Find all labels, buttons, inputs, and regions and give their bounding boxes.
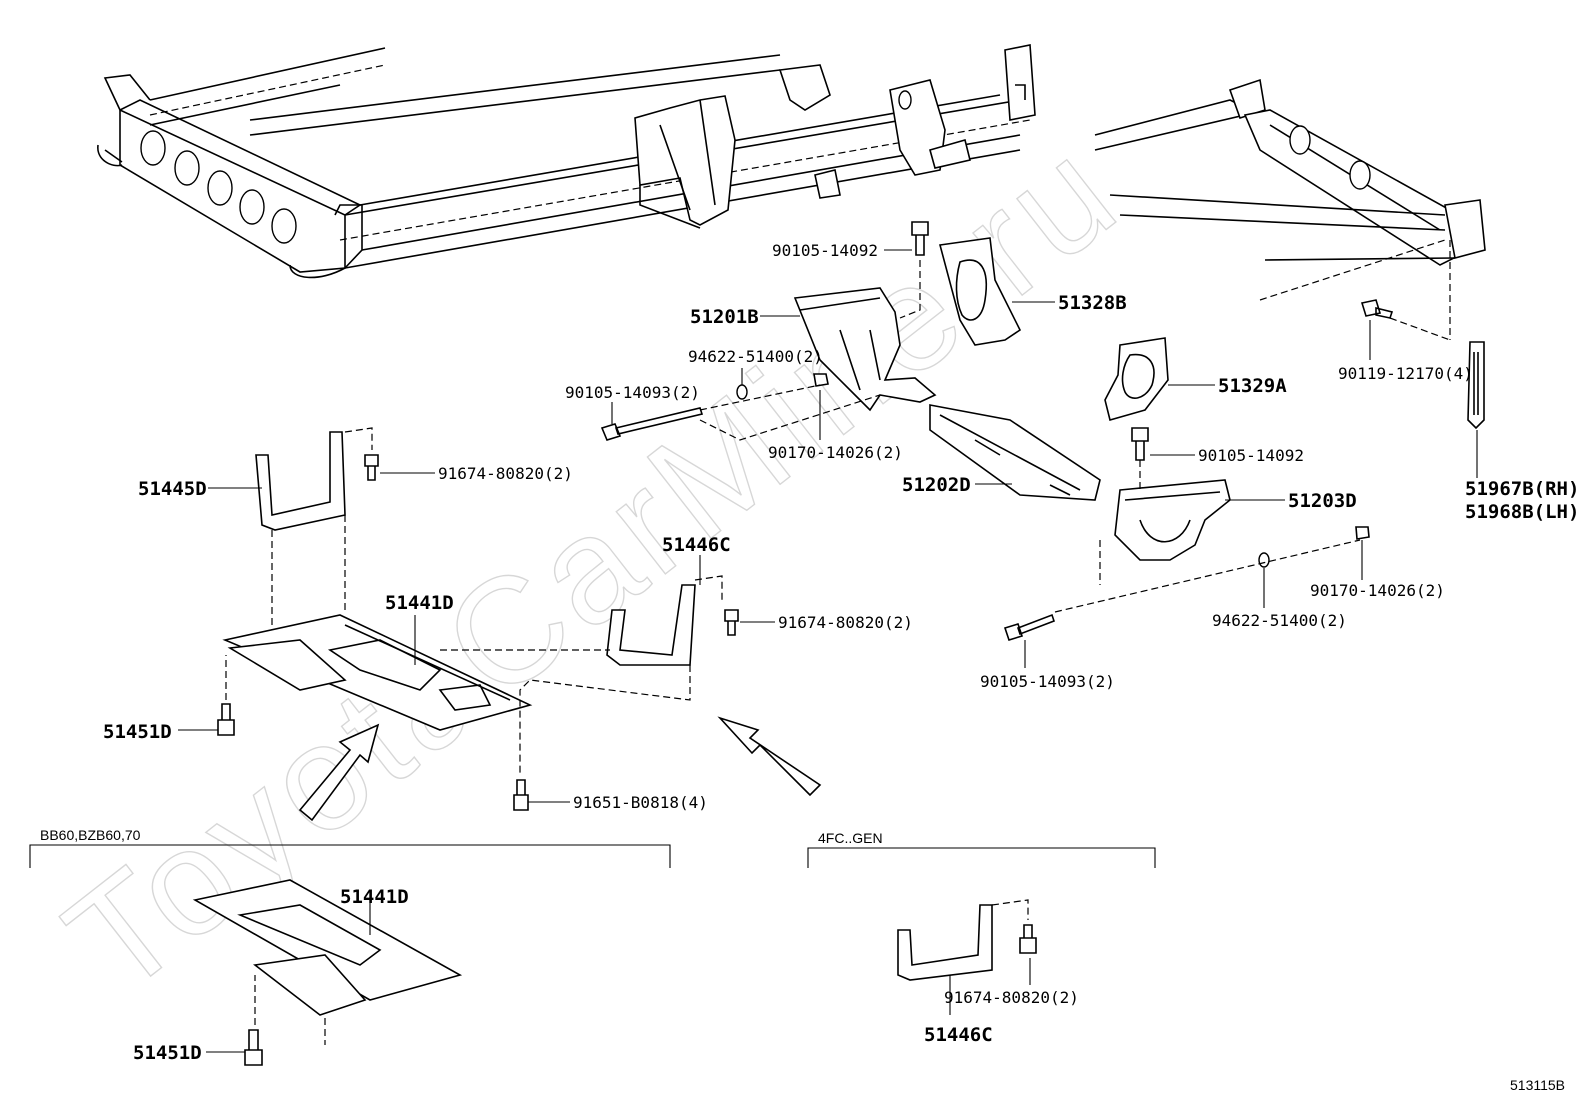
label-51202D: 51202D: [902, 474, 971, 496]
label-51329A: 51329A: [1218, 375, 1287, 397]
part-labels: 90105-14092 51201B 51328B 94622-51400(2)…: [40, 241, 1579, 1093]
label-51441D-b: 51441D: [340, 886, 409, 908]
label-91674-80820-c: 91674-80820(2): [944, 988, 1079, 1007]
diagram-code: 513115B: [1510, 1077, 1565, 1093]
label-51445D: 51445D: [138, 478, 207, 500]
label-51446C-b: 51446C: [924, 1024, 993, 1046]
label-91651-B0818: 91651-B0818(4): [573, 793, 708, 812]
label-90170-14026-b: 90170-14026(2): [1310, 581, 1445, 600]
label-91674-80820-a: 91674-80820(2): [438, 464, 573, 483]
label-51441D-a: 51441D: [385, 592, 454, 614]
center-brackets: [600, 221, 1485, 641]
vehicle-frame: [97, 44, 1486, 301]
under-covers: [29, 427, 1156, 1066]
label-90119-12170: 90119-12170(4): [1338, 364, 1473, 383]
label-91674-80820-b: 91674-80820(2): [778, 613, 913, 632]
right-arrow: [717, 716, 822, 797]
label-51446C-a: 51446C: [662, 534, 731, 556]
label-51451D-a: 51451D: [103, 721, 172, 743]
group-label-right: 4FC..GEN: [818, 830, 883, 846]
label-90105-14093-b: 90105-14093(2): [980, 672, 1115, 691]
group-bracket-right: [807, 847, 1156, 868]
label-51968B-LH: 51968B(LH): [1465, 501, 1579, 523]
label-51328B: 51328B: [1058, 292, 1127, 314]
label-90105-14092-a: 90105-14092: [772, 241, 878, 260]
label-51201B: 51201B: [690, 306, 759, 328]
label-94622-51400-b: 94622-51400(2): [1212, 611, 1347, 630]
label-51967B-RH: 51967B(RH): [1465, 478, 1579, 500]
group-bracket-left: [29, 844, 671, 868]
left-arrow: [298, 723, 380, 822]
label-90105-14093-a: 90105-14093(2): [565, 383, 700, 402]
label-90170-14026-a: 90170-14026(2): [768, 443, 903, 462]
label-51203D: 51203D: [1288, 490, 1357, 512]
label-90105-14092-b: 90105-14092: [1198, 446, 1304, 465]
group-label-left: BB60,BZB60,70: [40, 827, 141, 843]
label-94622-51400-a: 94622-51400(2): [688, 347, 823, 366]
label-51451D-b: 51451D: [133, 1042, 202, 1064]
